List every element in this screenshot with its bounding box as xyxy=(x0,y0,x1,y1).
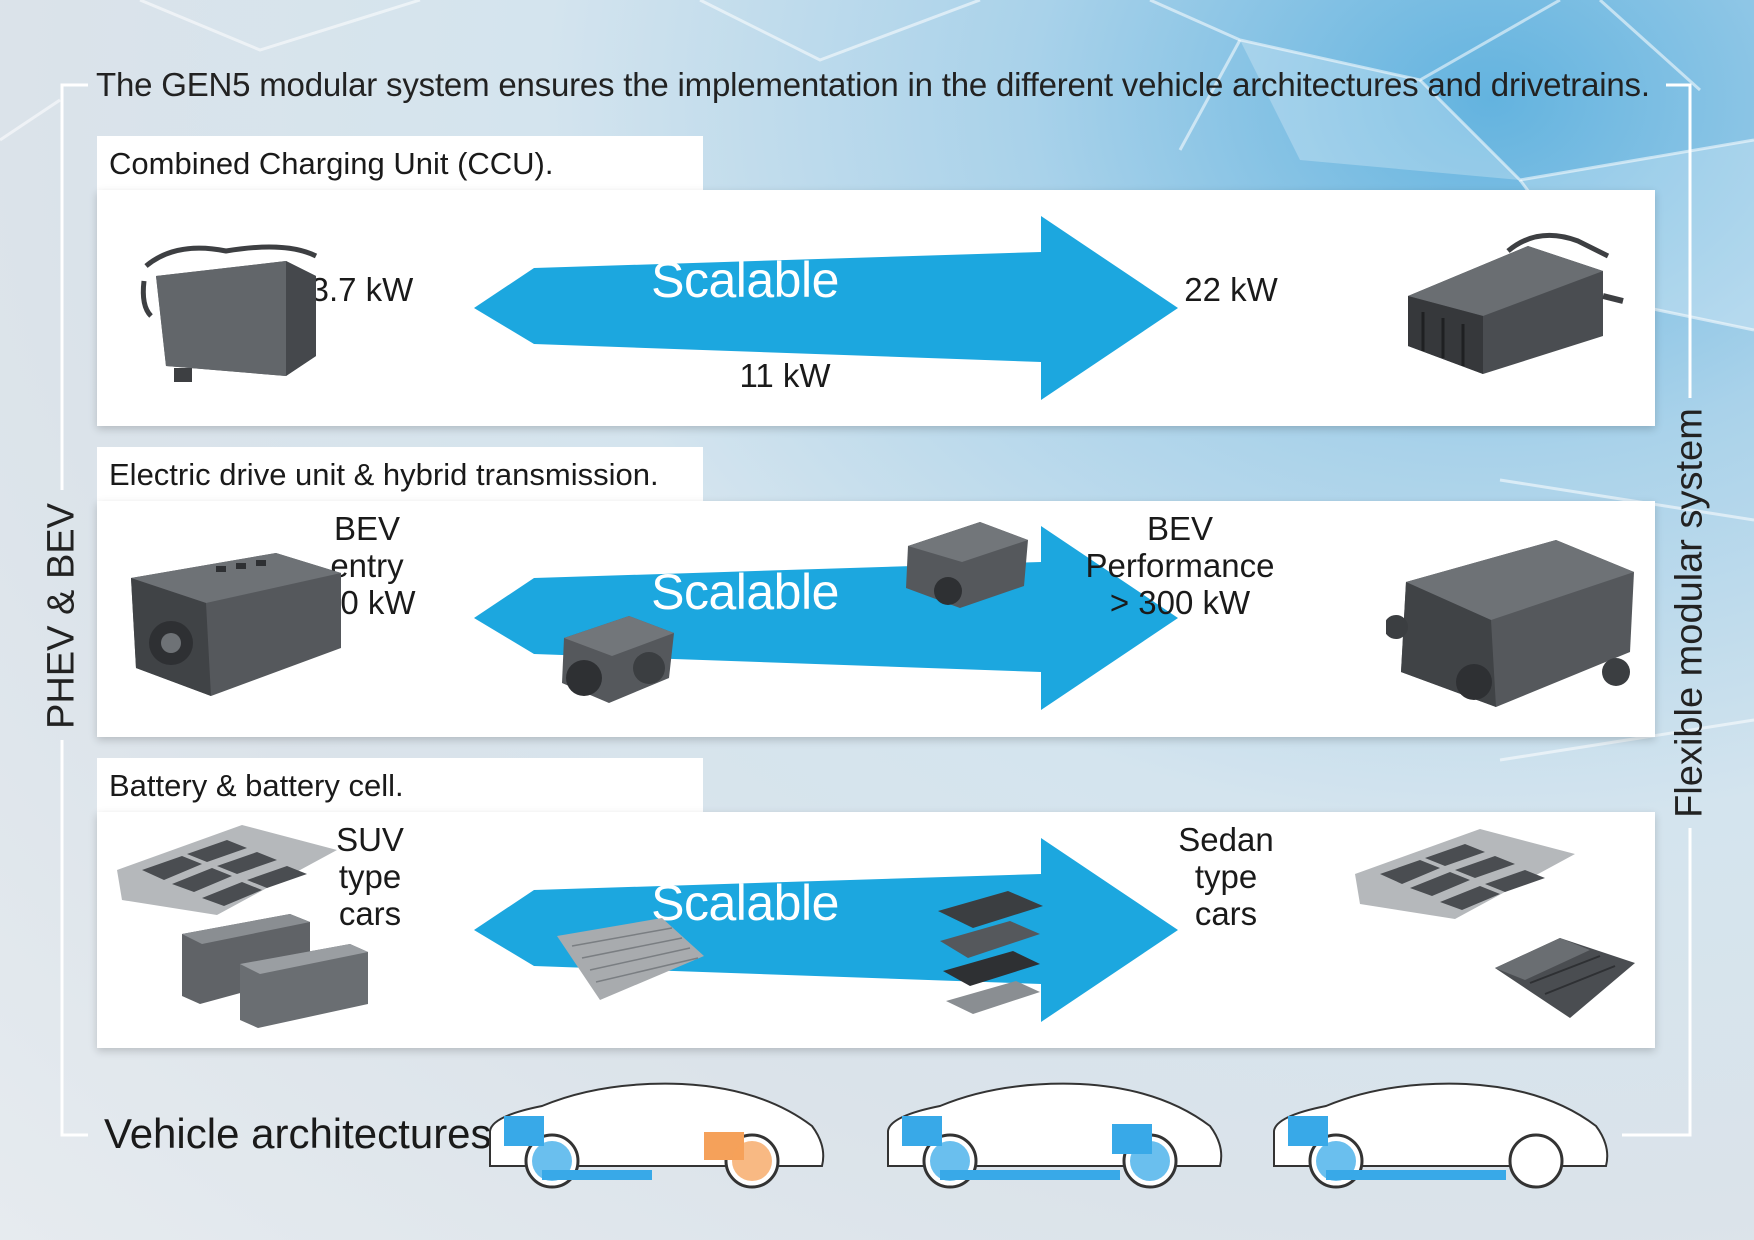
battery-scalable-arrow xyxy=(474,838,1178,1022)
drive-unit-performance-icon xyxy=(1386,540,1634,707)
drive-left-line-1: BEV xyxy=(333,509,401,547)
battery-cell-icon xyxy=(182,914,368,1028)
left-side-label: PHEV & BEV xyxy=(40,503,83,729)
drive-section-tab: Electric drive unit & hybrid transmissio… xyxy=(97,447,703,503)
ccu-scalable-arrow xyxy=(474,216,1178,400)
battery-scalable-label: Scalable xyxy=(651,875,839,931)
phev-car xyxy=(489,1082,825,1189)
battery-pack-sedan-icon xyxy=(1355,829,1575,919)
ccu-section-title: Combined Charging Unit (CCU). xyxy=(109,146,554,181)
battery-exploded-icon xyxy=(938,891,1043,1014)
battery-right-label: Sedan type cars xyxy=(1171,821,1281,932)
bev-single-motor-car xyxy=(1273,1082,1609,1189)
drive-right-line-2: Performance xyxy=(1085,546,1275,584)
header-text: The GEN5 modular system ensures the impl… xyxy=(96,66,1650,103)
charging-unit-large-icon xyxy=(1408,232,1624,374)
battery-section-title: Battery & battery cell. xyxy=(109,768,404,803)
battery-module-icon xyxy=(557,918,704,1000)
drive-scalable-label: Scalable xyxy=(651,564,839,620)
battery-section-tab: Battery & battery cell. xyxy=(97,758,703,814)
vehicle-architectures-title: Vehicle architectures xyxy=(104,1110,492,1157)
ccu-scalable-label: Scalable xyxy=(651,252,839,308)
charging-unit-small-icon xyxy=(140,244,318,382)
battery-left-label: SUV type cars xyxy=(325,821,415,932)
drive-right-line-1: BEV xyxy=(1146,509,1214,547)
drive-right-label: BEV Performance > 300 kW xyxy=(1080,510,1280,621)
ccu-right-label: 22 kW xyxy=(1184,270,1278,308)
battery-pack-suv-icon xyxy=(117,825,337,915)
battery-right-line-3: cars xyxy=(1194,894,1258,932)
hybrid-transmission-icon xyxy=(562,616,674,703)
battery-right-line-1: Sedan xyxy=(1178,820,1274,858)
battery-left-line-1: SUV xyxy=(336,820,404,858)
drive-section-title: Electric drive unit & hybrid transmissio… xyxy=(109,457,659,492)
bev-dual-motor-car xyxy=(887,1082,1223,1189)
drive-left-line-2: entry xyxy=(330,546,404,584)
drive-right-line-3: > 300 kW xyxy=(1109,583,1251,621)
right-side-label: Flexible modular system xyxy=(1668,408,1711,818)
ccu-bottom-label: 11 kW xyxy=(739,356,831,394)
ccu-left-label: 3.7 kW xyxy=(310,270,414,308)
drive-unit-mid-icon xyxy=(906,522,1028,608)
battery-right-line-2: type xyxy=(1194,857,1258,895)
drive-unit-entry-icon xyxy=(131,553,341,696)
battery-left-line-3: cars xyxy=(338,894,402,932)
battery-left-line-2: type xyxy=(338,857,402,895)
battery-cell-stack-icon xyxy=(1495,938,1635,1018)
ccu-section-tab: Combined Charging Unit (CCU). xyxy=(97,136,703,192)
